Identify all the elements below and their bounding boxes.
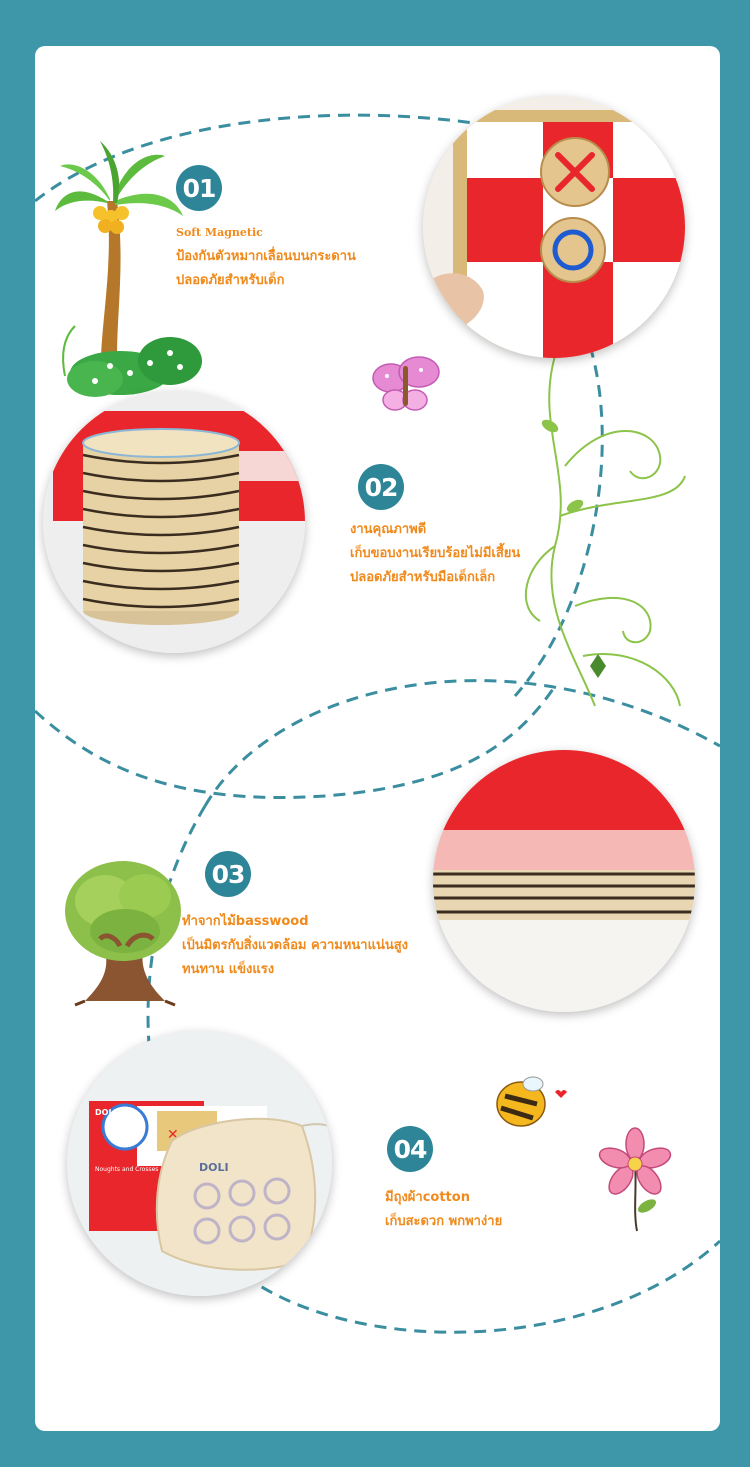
bee-icon [496,1076,567,1127]
feature-number-badge: 04 [387,1126,433,1172]
feature-text-block: งานคุณภาพดี เก็บขอบงานเรียบร้อยไม่มีเสี้… [350,518,520,590]
feature-line: ป้องกันตัวหมากเลื่อนบนกระดาน [176,249,356,264]
photo-product-bag: ✕ ✕ DOLI Noughts and Crosses DOLI [67,1031,332,1296]
feature-line: ทนทาน แข็งแรง [182,962,275,977]
dashed-arc-left [146,805,207,1057]
photo-stacked-pieces [43,391,305,653]
feature-line: ปลอดภัยสำหรับเด็ก [176,273,285,288]
vine-icon [524,355,686,707]
tree-icon [65,861,181,1007]
content-panel: ✕ ✕ DOLI Noughts and Crosses DOLI 01 Sof… [35,46,720,1431]
feature-line: เป็นมิตรกับสิ่งแวดล้อม ความหนาแน่นสูง [182,938,409,953]
dashed-arc-lower [203,679,720,807]
feature-title: มีถุงผ้าcotton [385,1190,470,1205]
feature-line: งานคุณภาพดี [350,522,427,537]
dashed-arc-right [513,345,604,697]
feature-number-badge: 02 [358,464,404,510]
feature-line: ปลอดภัยสำหรับมือเด็กเล็ก [350,570,496,585]
dashed-arc-top [35,113,566,203]
feature-number-badge: 01 [176,165,222,211]
dashed-arcs [35,113,720,1334]
photo-board-pieces [423,96,685,358]
flower-icon [598,1127,672,1232]
feature-title: Soft Magnetic [176,226,263,239]
feature-text-block: มีถุงผ้าcotton เก็บสะดวก พกพาง่าย [385,1186,502,1234]
bag-brand-label: DOLI [199,1161,229,1174]
feature-line: เก็บขอบงานเรียบร้อยไม่มีเสี้ยน [350,546,521,561]
dashed-arc-bottom [244,1239,720,1334]
feature-title: ทำจากไม้basswood [182,914,309,929]
photo-board-edge [433,750,695,1012]
feature-line: เก็บสะดวก พกพาง่าย [385,1214,503,1229]
box-title-label: Noughts and Crosses [95,1166,158,1173]
svg-text:✕: ✕ [167,1127,179,1143]
box-brand-label: DOLI [95,1108,117,1117]
feature-text-block: ทำจากไม้basswood เป็นมิตรกับสิ่งแวดล้อม … [182,910,408,982]
feature-text-block: Soft Magnetic ป้องกันตัวหมากเลื่อนบนกระด… [176,221,356,293]
feature-number-badge: 03 [205,851,251,897]
butterfly-icon [372,356,440,411]
palm-tree-icon [55,141,202,397]
dashed-arc-middle [35,685,557,800]
